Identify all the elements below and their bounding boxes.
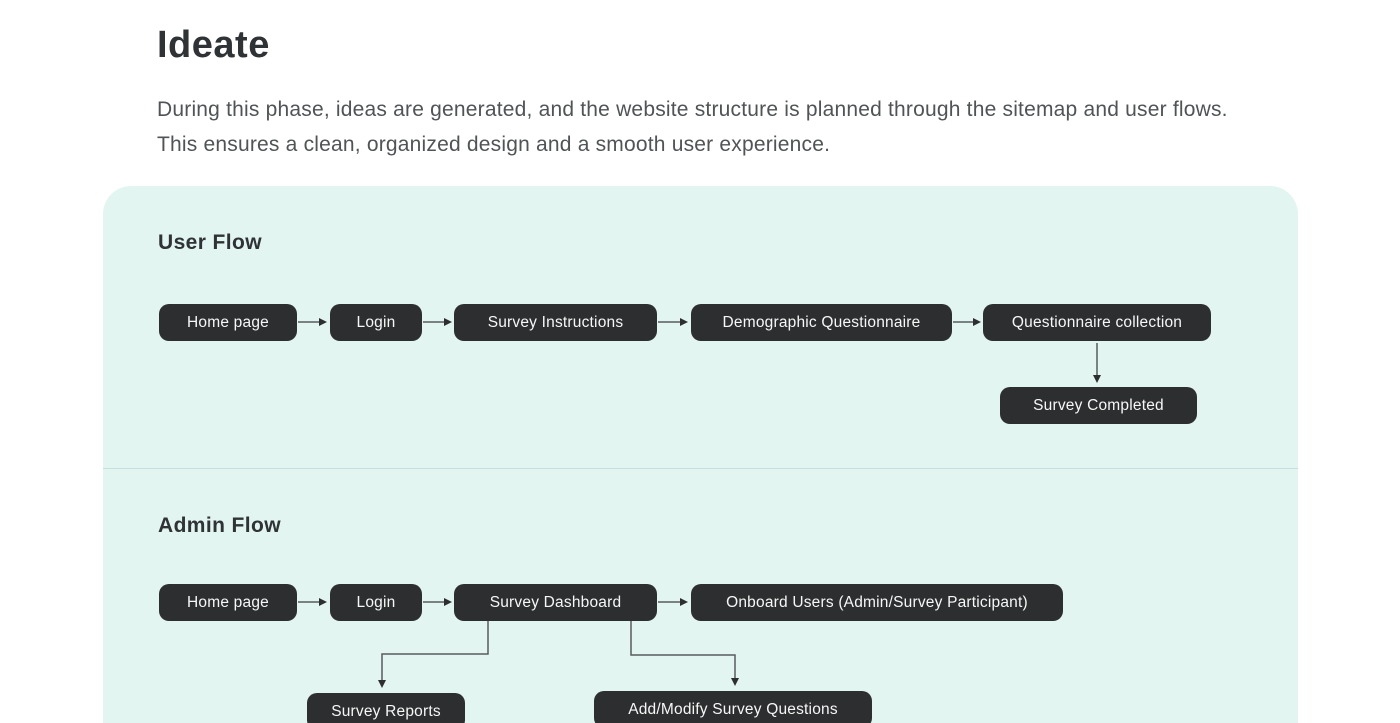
user-flow-heading: User Flow: [158, 231, 262, 254]
user-flow-node-survey-completed: Survey Completed: [1000, 387, 1197, 424]
panel-divider: [103, 468, 1298, 469]
user-flow-node-home-page: Home page: [159, 304, 297, 341]
page-description: During this phase, ideas are generated, …: [157, 98, 1228, 156]
user-flow-node-questionnaire-collection: Questionnaire collection: [983, 304, 1211, 341]
admin-flow-node-onboard-users: Onboard Users (Admin/Survey Participant): [691, 584, 1063, 621]
admin-flow-node-home-page: Home page: [159, 584, 297, 621]
admin-flow-node-add-modify-survey-questions: Add/Modify Survey Questions: [594, 691, 872, 723]
user-flow-node-demographic-questionnaire: Demographic Questionnaire: [691, 304, 952, 341]
admin-flow-node-survey-dashboard: Survey Dashboard: [454, 584, 657, 621]
admin-flow-heading: Admin Flow: [158, 514, 281, 537]
user-flow-node-survey-instructions: Survey Instructions: [454, 304, 657, 341]
admin-flow-node-login: Login: [330, 584, 422, 621]
flow-panel: [103, 186, 1298, 723]
admin-flow-node-survey-reports: Survey Reports: [307, 693, 465, 723]
page-title: Ideate: [157, 24, 270, 66]
user-flow-node-login: Login: [330, 304, 422, 341]
